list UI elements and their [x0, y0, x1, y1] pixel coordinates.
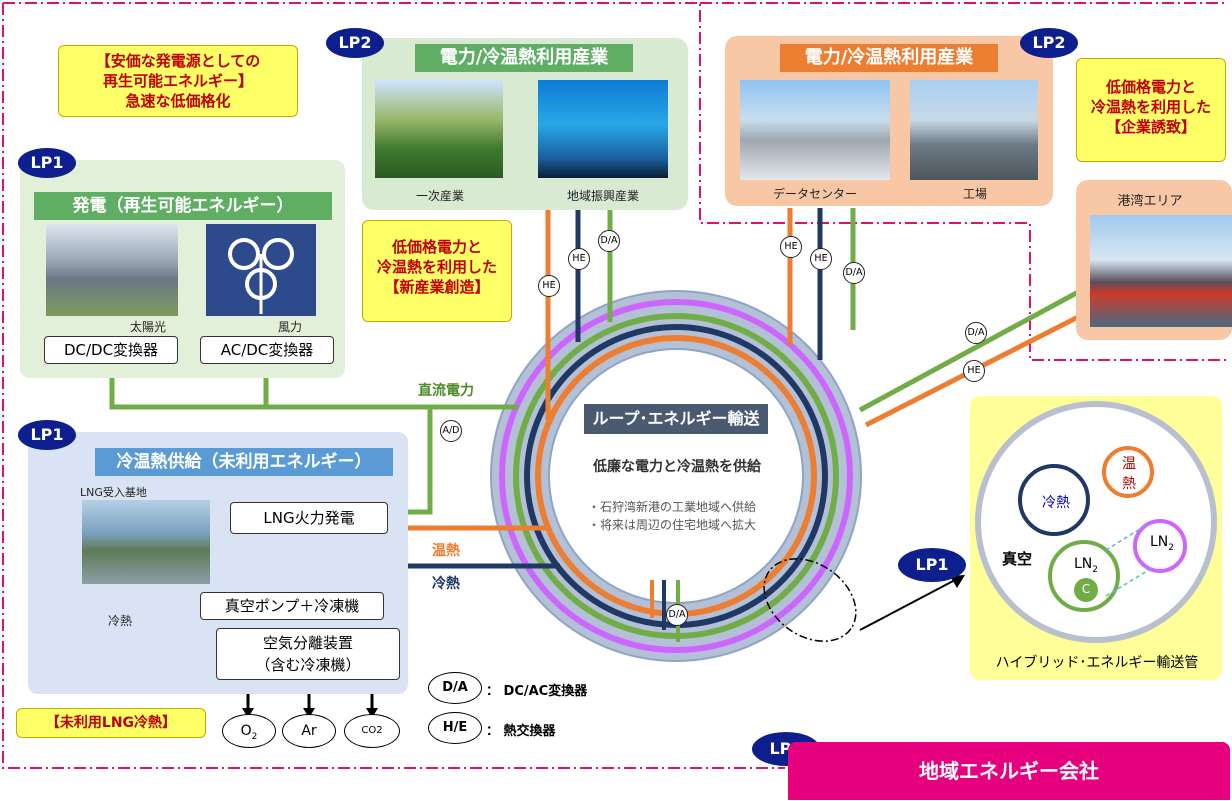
he-tag-right-1: HE	[780, 236, 802, 258]
renewable-note-line3: 急速な低価格化	[125, 92, 231, 110]
cooling-title: 冷温熱供給（未利用エネルギー）	[95, 448, 393, 476]
hybrid-ln2b-sub: 2	[1168, 542, 1174, 553]
hybrid-cold-label: 冷熱	[1042, 495, 1070, 511]
aquarium-photo	[538, 80, 668, 178]
da-tag-right: D/A	[843, 262, 865, 284]
lng-base-caption: LNG受入基地	[80, 486, 147, 499]
hybrid-hot-label-2: 熱	[1122, 476, 1136, 492]
new-industry-note-line3: 【新産業創造】	[384, 278, 490, 296]
industry-right-title: 電力/冷温熱利用産業	[780, 44, 998, 72]
hybrid-c-label: C	[1081, 582, 1091, 596]
hot-label: 温熱	[432, 543, 460, 559]
hybrid-vacuum-label: 真空	[1002, 550, 1033, 568]
hybrid-ln2b-text: LN	[1149, 534, 1169, 550]
legend-da-desc: ： DC/AC変換器	[486, 684, 588, 699]
da-tag-port: D/A	[965, 322, 987, 344]
lp2-badge-left: LP2	[326, 28, 384, 58]
port-photo	[1090, 215, 1232, 327]
region-frame-left	[3, 2, 1228, 361]
new-industry-note-line1: 低価格電力と	[391, 238, 482, 256]
acdc-converter: AC/DC変換器	[200, 336, 334, 364]
ar-output: Ar	[282, 714, 336, 748]
port-title: 港湾エリア	[1117, 194, 1183, 209]
he-tag-right-2: HE	[810, 248, 832, 270]
region-frame-outer	[2, 3, 785, 769]
solar-photo	[46, 224, 178, 316]
factory-photo	[910, 80, 1038, 180]
he-tag-left-1: HE	[538, 275, 560, 297]
new-industry-note: 低価格電力と 冷温熱を利用した 【新産業創造】	[362, 220, 512, 322]
hybrid-ln2-label: LN2	[1066, 556, 1106, 575]
wind-caption: 風力	[277, 320, 302, 334]
dc-power-label: 直流電力	[418, 383, 474, 399]
legend-da-symbol: D/A	[428, 672, 482, 704]
loop-title: ループ･エネルギー輸送	[584, 404, 768, 434]
lng-base-photo	[82, 500, 210, 584]
da-tag-left: D/A	[598, 230, 620, 252]
renewable-note-line1: 【安価な発電源としての	[95, 52, 261, 70]
co2-output: CO2	[344, 714, 400, 748]
loop-inner	[548, 348, 804, 604]
da-tag-bottom: D/A	[666, 604, 688, 626]
datacenter-photo	[740, 80, 890, 180]
renewable-note-line2: 再生可能エネルギー】	[102, 72, 253, 90]
generation-title: 発電（再生可能エネルギー）	[34, 192, 332, 220]
lp1-badge-generation: LP1	[18, 148, 76, 178]
lng-power-box: LNG火力発電	[230, 502, 388, 534]
hybrid-ln2b-label: LN2	[1142, 534, 1182, 553]
wind-turbine-icon	[228, 238, 294, 314]
new-industry-note-line2: 冷温熱を利用した	[376, 258, 497, 276]
cold-label: 冷熱	[432, 576, 460, 592]
industry-right-caption-1: データセンター	[772, 187, 857, 201]
hybrid-caption: ハイブリッド･エネルギー輸送管	[995, 655, 1199, 671]
lp2-badge-right: LP2	[1020, 28, 1078, 58]
unused-lng-note: 【未利用LNG冷熱】	[16, 708, 206, 738]
loop-bullet-2: ・将来は周辺の住宅地域へ拡大	[588, 518, 757, 532]
vacuum-pump-box: 真空ポンプ＋冷凍機	[200, 592, 384, 620]
hybrid-pipe-cross-section	[975, 401, 1217, 643]
industry-left-title: 電力/冷温熱利用産業	[415, 44, 633, 72]
air-separator-box: 空気分離装置 （含む冷凍機）	[216, 628, 400, 680]
loop-bullet-1: ・石狩湾新港の工業地域へ供給	[588, 500, 757, 514]
lng-cold-caption: 冷熱	[107, 614, 132, 628]
o2-label: O	[240, 723, 252, 739]
legend-he-symbol: H/E	[428, 712, 482, 744]
ad-tag: A/D	[440, 420, 462, 442]
loop-supply-text: 低廉な電力と冷温熱を供給	[593, 459, 761, 475]
attract-note-line2: 冷温熱を利用した	[1090, 98, 1211, 116]
legend-he-desc: ： 熱交換器	[486, 724, 556, 739]
loop-purple-ring	[499, 299, 853, 653]
renewable-note: 【安価な発電源としての 再生可能エネルギー】 急速な低価格化	[58, 45, 298, 117]
attract-note: 低価格電力と 冷温熱を利用した 【企業誘致】	[1076, 58, 1226, 162]
air-separator-line2: （含む冷凍機）	[255, 656, 361, 674]
dcdc-converter: DC/DC変換器	[44, 336, 178, 364]
company-box: 地域エネルギー会社	[788, 742, 1230, 800]
solar-caption: 太陽光	[129, 320, 166, 334]
he-tag-port: HE	[963, 360, 985, 382]
hybrid-hot-label-1: 温	[1122, 456, 1136, 472]
attract-note-line1: 低価格電力と	[1105, 78, 1196, 96]
pipe-section-marker	[763, 558, 857, 642]
lp1-badge-cooling: LP1	[18, 420, 76, 450]
industry-left-caption-1: 一次産業	[415, 189, 464, 203]
hybrid-ln2-text: LN	[1073, 556, 1093, 572]
industry-left-caption-2: 地域振興産業	[566, 189, 639, 203]
attract-note-line3: 【企業誘致】	[1105, 118, 1196, 136]
o2-subscript: 2	[251, 731, 258, 742]
industry-right-caption-2: 工場	[962, 187, 987, 201]
he-tag-left-2: HE	[568, 248, 590, 270]
o2-output: O2	[222, 714, 276, 748]
air-separator-line1: 空気分離装置	[262, 634, 353, 652]
hybrid-ln2-sub: 2	[1092, 564, 1098, 575]
greenhouse-photo	[375, 80, 503, 178]
lp1-badge-pipe: LP1	[898, 548, 966, 582]
